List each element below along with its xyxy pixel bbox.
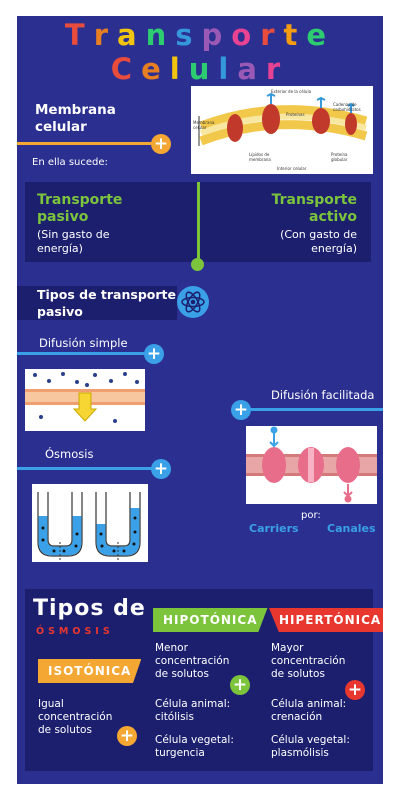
isotonica-desc: Igual concentración de solutos — [38, 698, 113, 736]
protein-shape — [312, 108, 330, 134]
title-line-1: Transporte — [17, 18, 383, 52]
difusion-facilitada-figure — [246, 426, 377, 504]
carriers-label: Carriers — [249, 522, 299, 535]
title-letter: s — [175, 18, 202, 52]
transporte-activo-sub: (Con gasto de energía) — [280, 228, 357, 255]
fig-label-top: Exterior de la célula — [271, 89, 312, 94]
tipos-osmosis-heading-2: ÓSMOSIS — [36, 626, 114, 637]
difusion-facilitada-svg — [246, 426, 377, 503]
membrana-subtext: En ella sucede: — [32, 157, 108, 168]
protein-shape — [262, 104, 280, 134]
membrana-plus-icon[interactable]: + — [151, 134, 171, 154]
difusion-simple-figure — [25, 369, 145, 431]
membrana-heading: Membrana celular — [35, 102, 116, 135]
tipos-pasivo-heading: Tipos de transporte pasivo — [37, 287, 176, 319]
transport-divider-dot — [191, 258, 204, 271]
fig-label-bottom-left: Lípidos de membrana — [249, 152, 271, 162]
membrane-diagram-svg — [198, 92, 368, 146]
hipotonica-desc: Menor concentración de solutos — [155, 642, 230, 680]
protein-shape — [227, 114, 243, 142]
transporte-pasivo-title: Transporte pasivo — [37, 192, 123, 225]
osmosis-line — [17, 467, 153, 470]
title-letter: l — [169, 52, 189, 86]
fig-label-left: Membrana celular — [193, 120, 215, 130]
fig-label-bottom-mid: Proteína globular — [331, 152, 348, 162]
title-letter: n — [145, 18, 176, 52]
title-letter: r — [265, 52, 290, 86]
hipotonica-vegetal: Célula vegetal: turgencia — [155, 734, 234, 759]
osmosis-figure — [32, 484, 148, 562]
protein-shape — [345, 113, 357, 135]
carbohydrate-chain — [347, 102, 355, 113]
hipertonica-tag: HIPERTÓNICA — [269, 608, 383, 632]
osmosis-svg — [37, 492, 141, 560]
transporte-pasivo-sub: (Sin gasto de energía) — [37, 228, 110, 255]
fig-label-mid: Proteínas — [286, 112, 305, 117]
por-label: por: — [301, 510, 321, 521]
canales-label: Canales — [327, 522, 376, 535]
title-line-2: Celular — [17, 52, 383, 86]
osmosis-label: Ósmosis — [45, 447, 94, 461]
difusion-facilitada-line — [237, 408, 383, 411]
title-letter: T — [64, 18, 94, 52]
title-letter: C — [110, 52, 142, 86]
title-letter: u — [188, 52, 219, 86]
hipotonica-animal: Célula animal: citólisis — [155, 698, 231, 723]
hipertonica-plus-icon[interactable]: + — [345, 680, 365, 700]
hipertonica-animal: Célula animal: crenación — [271, 698, 347, 723]
fig-label-bottom: Interior celular — [277, 166, 307, 171]
hipertonica-desc: Mayor concentración de solutos — [271, 642, 346, 680]
hipertonica-vegetal: Célula vegetal: plasmólisis — [271, 734, 350, 759]
title-letter: e — [141, 52, 170, 86]
tipos-osmosis-heading-1: Tipos de — [33, 596, 146, 621]
difusion-simple-plus-icon[interactable]: + — [144, 344, 164, 364]
difusion-simple-svg — [25, 372, 145, 423]
title-letter: p — [201, 18, 232, 52]
fig-label-right: Cadenas de carbohidratos — [333, 102, 361, 112]
isotonica-tag: ISOTÓNICA — [38, 659, 142, 683]
atom-icon-bg — [177, 286, 209, 318]
isotonica-plus-icon[interactable]: + — [117, 726, 137, 746]
difusion-simple-line — [17, 352, 147, 355]
transport-divider — [197, 182, 200, 264]
title-letter: r — [260, 18, 284, 52]
atom-icon — [181, 291, 205, 313]
carbohydrate-chain — [316, 96, 326, 108]
difusion-facilitada-plus-icon[interactable]: + — [231, 400, 251, 420]
difusion-facilitada-label: Difusión facilitada — [271, 388, 375, 402]
title-letter: e — [306, 18, 336, 52]
title-letter: t — [283, 18, 307, 52]
title-letter: l — [218, 52, 238, 86]
title-letter: r — [93, 18, 118, 52]
membrane-figure: Exterior de la célula Membrana celular C… — [191, 86, 373, 174]
difusion-simple-label: Difusión simple — [39, 336, 128, 350]
hipotonica-tag: HIPOTÓNICA — [153, 608, 268, 632]
osmosis-plus-icon[interactable]: + — [151, 459, 171, 479]
hipotonica-plus-icon[interactable]: + — [230, 675, 250, 695]
membrana-line — [17, 142, 157, 145]
title-letter: a — [117, 18, 146, 52]
carbohydrate-chain — [266, 92, 276, 104]
title-letter: a — [237, 52, 266, 86]
title-letter: o — [231, 18, 261, 52]
tipos-pasivo-band — [17, 286, 177, 320]
infographic-page: Transporte Celular Membrana celular + En… — [17, 16, 383, 784]
phospholipid-heads-top — [199, 105, 368, 146]
transporte-activo-title: Transporte activo — [271, 192, 357, 225]
